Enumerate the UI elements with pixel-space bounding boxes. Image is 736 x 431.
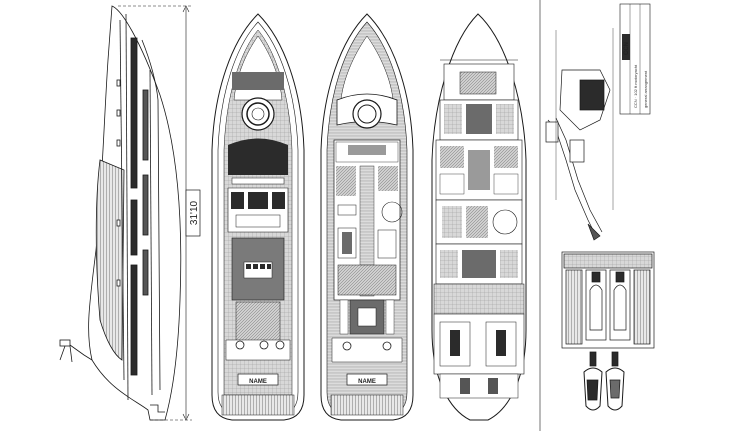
lower-deck-plan-view	[431, 13, 527, 421]
sun-deck-plan-view	[211, 13, 305, 421]
dimension-tag	[185, 189, 201, 237]
title-stamp	[619, 3, 651, 115]
main-deck-plan-view	[320, 13, 414, 421]
detail-views	[545, 28, 655, 411]
name-plate-1: NAME	[249, 379, 267, 385]
dimension-label: 31'10	[189, 200, 200, 225]
name-plate-2: NAME	[358, 379, 376, 385]
stamp-line-2: general arrangement	[643, 70, 648, 108]
builder-logo: CCN	[624, 42, 630, 55]
stamp-line-1: CCN · 102 ft motoryacht	[633, 64, 638, 108]
side-profile-view	[59, 5, 192, 421]
